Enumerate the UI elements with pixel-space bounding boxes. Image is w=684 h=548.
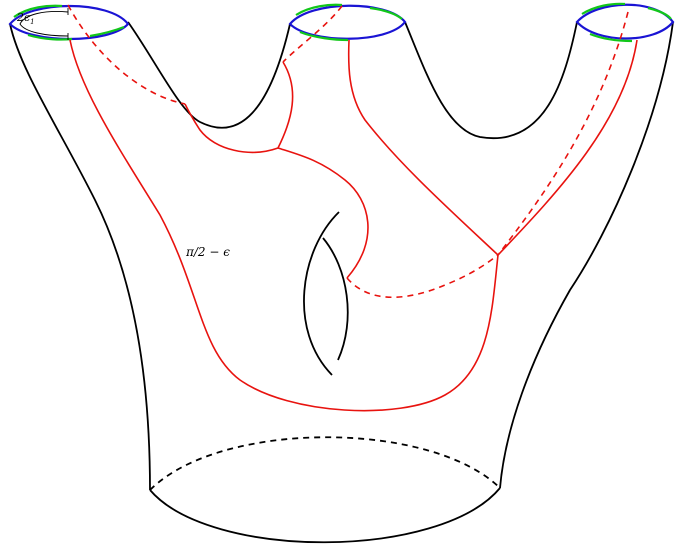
right-cuff-circle [575, 3, 675, 40]
middle-cuff-green-1 [295, 3, 343, 16]
right-cuff-green-1 [581, 2, 626, 15]
left-outer-side [9, 23, 151, 491]
left-cuff-green-2 [27, 33, 73, 41]
handle-inner [322, 237, 349, 361]
middle-cuff-circle [288, 4, 407, 40]
middle-junction-left [184, 103, 279, 154]
right-branch-to-middle [347, 39, 499, 256]
right-cuff-green-3 [647, 6, 672, 20]
right-saddle [404, 21, 578, 140]
handle-to-middle-junction [277, 147, 369, 279]
top-boundary-circles [8, 2, 675, 43]
right-outer-side [499, 21, 674, 489]
width-marker [19, 8, 69, 40]
handle-outer [303, 211, 340, 376]
left-dashed-back [67, 4, 186, 105]
right-cuff-green-2 [589, 32, 633, 43]
middle-cuff-green-2 [299, 30, 349, 42]
width-marker-arc [19, 11, 69, 37]
surface-outline [9, 21, 674, 544]
right-branch-to-cuff [497, 39, 638, 256]
left-cuff-green-1 [13, 4, 63, 18]
left-cuff-green-3 [89, 25, 125, 38]
width-label: 2ϵ1 [17, 11, 35, 27]
red-curves [67, 4, 638, 412]
angle-label: π/2 − ϵ [186, 245, 230, 259]
middle-junction-up [277, 61, 294, 149]
left-cuff-circle [8, 4, 130, 41]
bottom-boundary-front [149, 487, 501, 544]
long-red-curve [69, 39, 499, 412]
middle-cuff-green-3 [369, 6, 403, 20]
handle-dashed-back [346, 254, 499, 298]
bottom-boundary-back [149, 436, 501, 491]
left-saddle [127, 21, 291, 129]
